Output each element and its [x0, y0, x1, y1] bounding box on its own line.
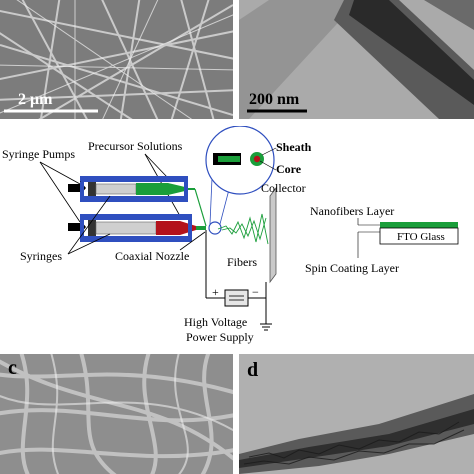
- fiber-jet: [217, 213, 269, 245]
- panel-letter-c: c: [8, 357, 17, 379]
- fibers-label: Fibers: [227, 255, 257, 269]
- top-syringe: [68, 176, 195, 202]
- scale-bar-label: 2 μm: [18, 91, 53, 108]
- spin-coating-layer-label: Spin Coating Layer: [305, 261, 399, 275]
- nanofibers-layer-label: Nanofibers Layer: [310, 204, 394, 218]
- tem-image-top: 200 nm: [239, 0, 474, 119]
- sem-image-bottom: c: [0, 354, 233, 474]
- collector-plate: [269, 186, 277, 284]
- power-supply-label: Power Supply: [186, 330, 254, 344]
- precursor-solutions-label: Precursor Solutions: [88, 139, 183, 153]
- bottom-syringe: [68, 214, 206, 242]
- high-voltage-label: High Voltage: [184, 315, 247, 329]
- plus-sign: +: [212, 285, 219, 299]
- syringes-label: Syringes: [20, 249, 62, 263]
- power-supply-box: [224, 289, 249, 307]
- minus-sign: −: [252, 285, 259, 299]
- core-label: Core: [276, 162, 302, 176]
- scale-bar-label: 200 nm: [249, 91, 300, 108]
- syringe-pumps-label: Syringe Pumps: [2, 147, 75, 161]
- panel-letter-d: d: [247, 359, 258, 381]
- tem-image-bottom: d: [239, 354, 474, 474]
- nozzle-zoom-marker: [208, 221, 222, 235]
- electrospinning-schematic: Syringe Pumps Precursor Solutions: [0, 126, 474, 348]
- coaxial-nozzle-label: Coaxial Nozzle: [115, 249, 189, 263]
- collector-label: Collector: [261, 181, 306, 195]
- sem-image-top: 2 μm: [0, 0, 233, 119]
- nanofibers-layer: [380, 222, 458, 228]
- power-supply-circuit: [205, 230, 272, 331]
- sheath-label: Sheath: [276, 140, 312, 154]
- fto-glass: [379, 227, 459, 245]
- fto-glass-label: FTO Glass: [397, 231, 445, 243]
